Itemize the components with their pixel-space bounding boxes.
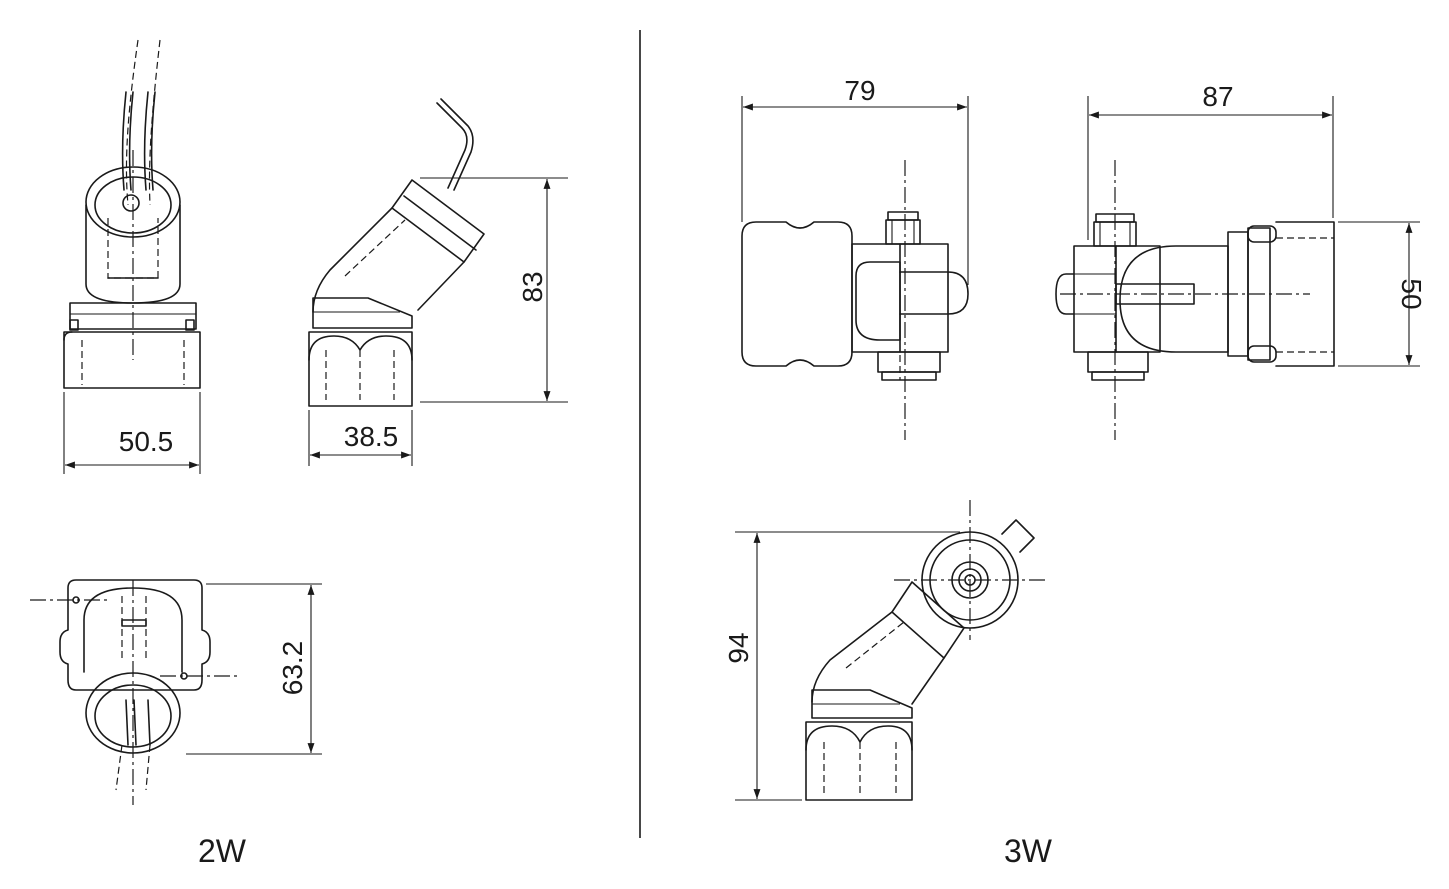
dim-w2-side-width: 38.5 — [344, 421, 399, 452]
w3-side-view — [1055, 96, 1420, 440]
dim-w2-height: 83 — [517, 271, 548, 302]
dim-w3-side-width: 87 — [1202, 81, 1233, 112]
w3-angled-view — [735, 500, 1046, 801]
w2-front-view — [63, 39, 201, 474]
dim-w3-height: 94 — [723, 632, 754, 663]
label-2w: 2W — [198, 833, 247, 869]
w2-bottom-view — [30, 579, 322, 805]
w3-front-view — [741, 96, 969, 440]
w2-side-view — [308, 98, 568, 466]
label-3w: 3W — [1004, 833, 1053, 869]
dim-w3-side-height: 50 — [1396, 278, 1427, 309]
dim-w2-front-width: 50.5 — [119, 426, 174, 457]
dim-w2-bottom-height: 63.2 — [277, 641, 308, 696]
dim-w3-front-width: 79 — [844, 75, 875, 106]
